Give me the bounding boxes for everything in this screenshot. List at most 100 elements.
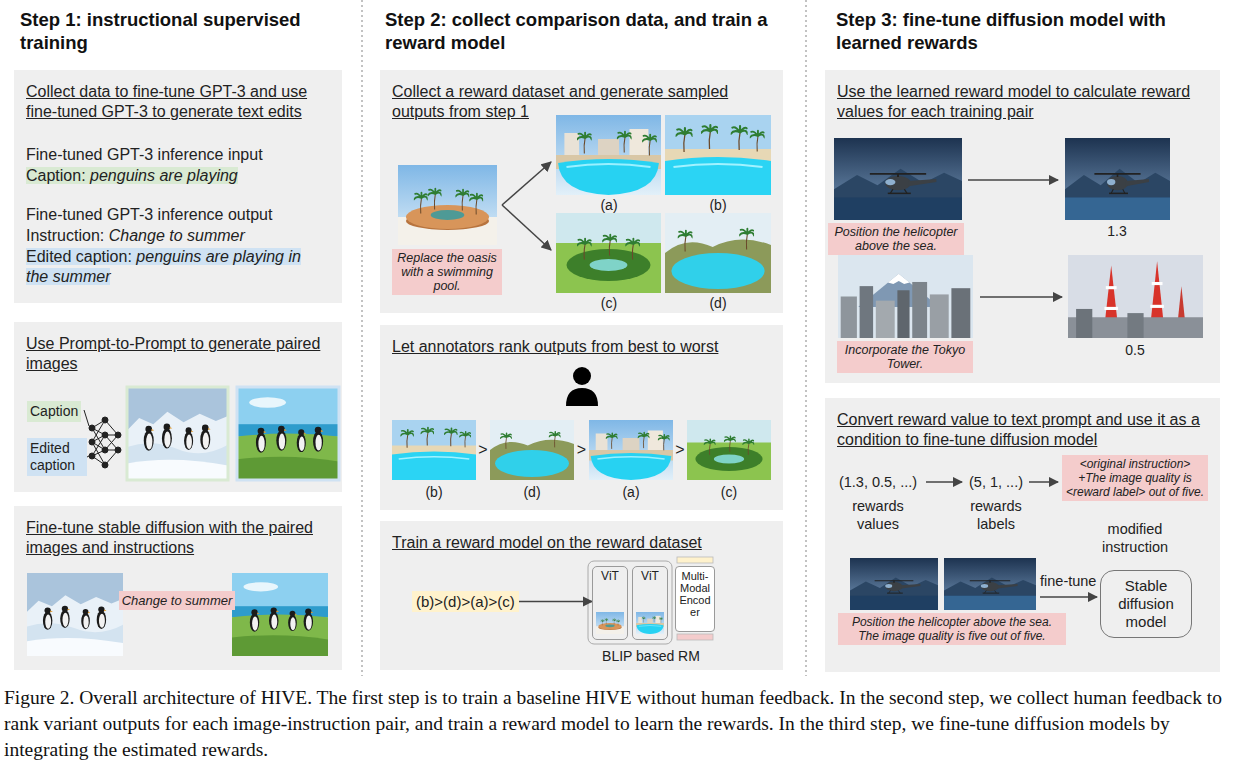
label-text: (b) <box>425 484 442 500</box>
photo-thumbnails-part <box>1065 138 1170 220</box>
label-text: BLIP based RM <box>602 648 700 664</box>
label-text: Instruction: <box>26 227 109 244</box>
photo-thumbnails-part <box>1068 255 1203 338</box>
text-line: > <box>576 441 588 459</box>
network-icon-part-part <box>115 447 121 453</box>
text-line: Use Prompt-to-Prompt to generate paired … <box>26 334 338 374</box>
photo-thumbnails-part <box>127 387 228 480</box>
step-panel: Convert reward value to text prompt and … <box>825 398 1220 672</box>
photo-thumbnails-part <box>556 213 661 293</box>
instruction-tag: <original instruction> +The image qualit… <box>1062 455 1208 501</box>
photo-thumbnails-part <box>665 213 771 293</box>
annotator-icon-part <box>566 388 598 406</box>
flow-arrow-part <box>125 599 230 601</box>
label-text: Use Prompt-to-Prompt to generate paired … <box>26 335 320 372</box>
text-line: 1.3 <box>1092 223 1142 239</box>
text-line: 0.5 <box>1110 342 1160 358</box>
network-icon-part-part <box>102 417 108 423</box>
flow-arrow-part <box>502 205 551 250</box>
text-line: (a) <box>589 197 629 213</box>
text-line: rewards labels <box>960 497 1032 533</box>
network-icon-part-part <box>89 453 95 459</box>
label-text: (d) <box>709 295 726 311</box>
flow-arrow-part <box>1040 596 1097 598</box>
photo-thumbnails-part <box>838 255 973 338</box>
photo-thumbnails-part <box>232 573 328 656</box>
reward-model-sketch <box>588 557 713 644</box>
label-text: Convert reward value to text prompt and … <box>837 411 1200 448</box>
photo-thumbnails-part <box>27 573 123 656</box>
label-text: Fine-tuned GPT-3 inference output <box>26 206 272 223</box>
network-icon-part-part <box>89 439 95 445</box>
label-text: Collect data to fine-tune GPT-3 and use … <box>26 83 307 120</box>
annotator-icon <box>566 367 598 406</box>
text-line: (1.3, 0.5, ...) <box>823 473 933 491</box>
label-text: (a) <box>622 484 639 500</box>
photo-thumbnails-part <box>636 612 664 634</box>
node-text: Position the helicopter above the sea. T… <box>841 615 1063 643</box>
text-line: (b) <box>414 484 454 500</box>
photo-thumbnails-part <box>665 115 771 195</box>
instruction-tag: Position the helicopter above the sea. <box>828 223 964 255</box>
label-text: Use the learned reward model to calculat… <box>837 83 1190 120</box>
instruction-tag: Change to summer <box>119 591 236 610</box>
label-text: (1.3, 0.5, ...) <box>839 474 917 490</box>
text-line: (c) <box>709 484 749 500</box>
text-line: Train a reward model on the reward datas… <box>392 533 777 553</box>
text-line: fine-tune <box>1040 572 1104 590</box>
node-text: Caption <box>30 403 78 420</box>
caption-tag: Caption <box>27 401 81 422</box>
text-line: rewards values <box>842 497 914 533</box>
node-text: Edited caption <box>30 440 84 474</box>
node-text: ViT <box>595 569 625 583</box>
encoder-box: Multi-Modal Encoder <box>675 566 715 632</box>
model-box: Stable diffusion model <box>1100 570 1192 638</box>
flow-arrow-part <box>1029 481 1058 483</box>
encoder-box: ViT <box>632 566 668 640</box>
network-icon-part <box>89 417 121 468</box>
text-line: (c) <box>589 295 629 311</box>
figure-caption: Figure 2. Overall architecture of HIVE. … <box>4 685 1242 763</box>
network-icon-part <box>92 420 118 465</box>
instruction-tag: Replace the oasis with a swimming pool. <box>392 249 502 295</box>
column-divider <box>362 0 806 676</box>
flow-arrow <box>125 162 1097 600</box>
photo-thumbnails-part <box>127 387 228 480</box>
text-line: (d) <box>512 484 552 500</box>
photo-thumbnails-part <box>398 165 497 245</box>
reward-model-sketch-part <box>588 561 672 644</box>
photo-thumbnails-part <box>237 387 339 480</box>
photo-thumbnails-part <box>944 558 1036 610</box>
label-text: Change to summer <box>109 227 245 244</box>
text-line: Fine-tune stable diffusion with the pair… <box>26 518 338 558</box>
label-text: modified instruction <box>1102 521 1168 555</box>
text-line: (5, 1, ...) <box>956 473 1036 491</box>
node-text: Replace the oasis with a swimming pool. <box>395 251 499 293</box>
label-text: (a) <box>600 197 617 213</box>
label-text: Let annotators rank outputs from best to… <box>392 338 718 355</box>
label-text: > <box>675 441 684 458</box>
photo-thumbnails-part <box>237 387 339 480</box>
step-panel: Let annotators rank outputs from best to… <box>380 325 783 510</box>
network-icon-part <box>84 410 89 457</box>
label-text: Fine-tune stable diffusion with the pair… <box>26 519 313 556</box>
text-line: Collect data to fine-tune GPT-3 and use … <box>26 82 338 122</box>
node-text: (b)>(d)>(a)>(c) <box>416 592 515 611</box>
node-text: Incorporate the Tokyo Tower. <box>840 343 970 371</box>
label-text: (b) <box>709 197 726 213</box>
label-text: 1.3 <box>1107 223 1126 239</box>
label-text: Collect a reward dataset and generate sa… <box>392 83 728 120</box>
flow-arrow-part <box>980 296 1062 298</box>
photo-thumbnails-part <box>596 612 624 634</box>
network-icon-part-part <box>102 432 108 438</box>
photo-thumbnails-part <box>850 558 938 610</box>
network-icon-part-part <box>102 462 108 468</box>
label-text: Caption: <box>26 167 90 184</box>
text-line: (b) <box>698 197 738 213</box>
network-icon <box>84 410 121 468</box>
node-text: <original instruction> +The image qualit… <box>1065 457 1205 499</box>
text-line: > <box>477 441 489 459</box>
text-line: Edited caption:penguins are playing in t… <box>26 247 326 287</box>
text-line: Instruction:Change to summer <box>26 226 338 246</box>
